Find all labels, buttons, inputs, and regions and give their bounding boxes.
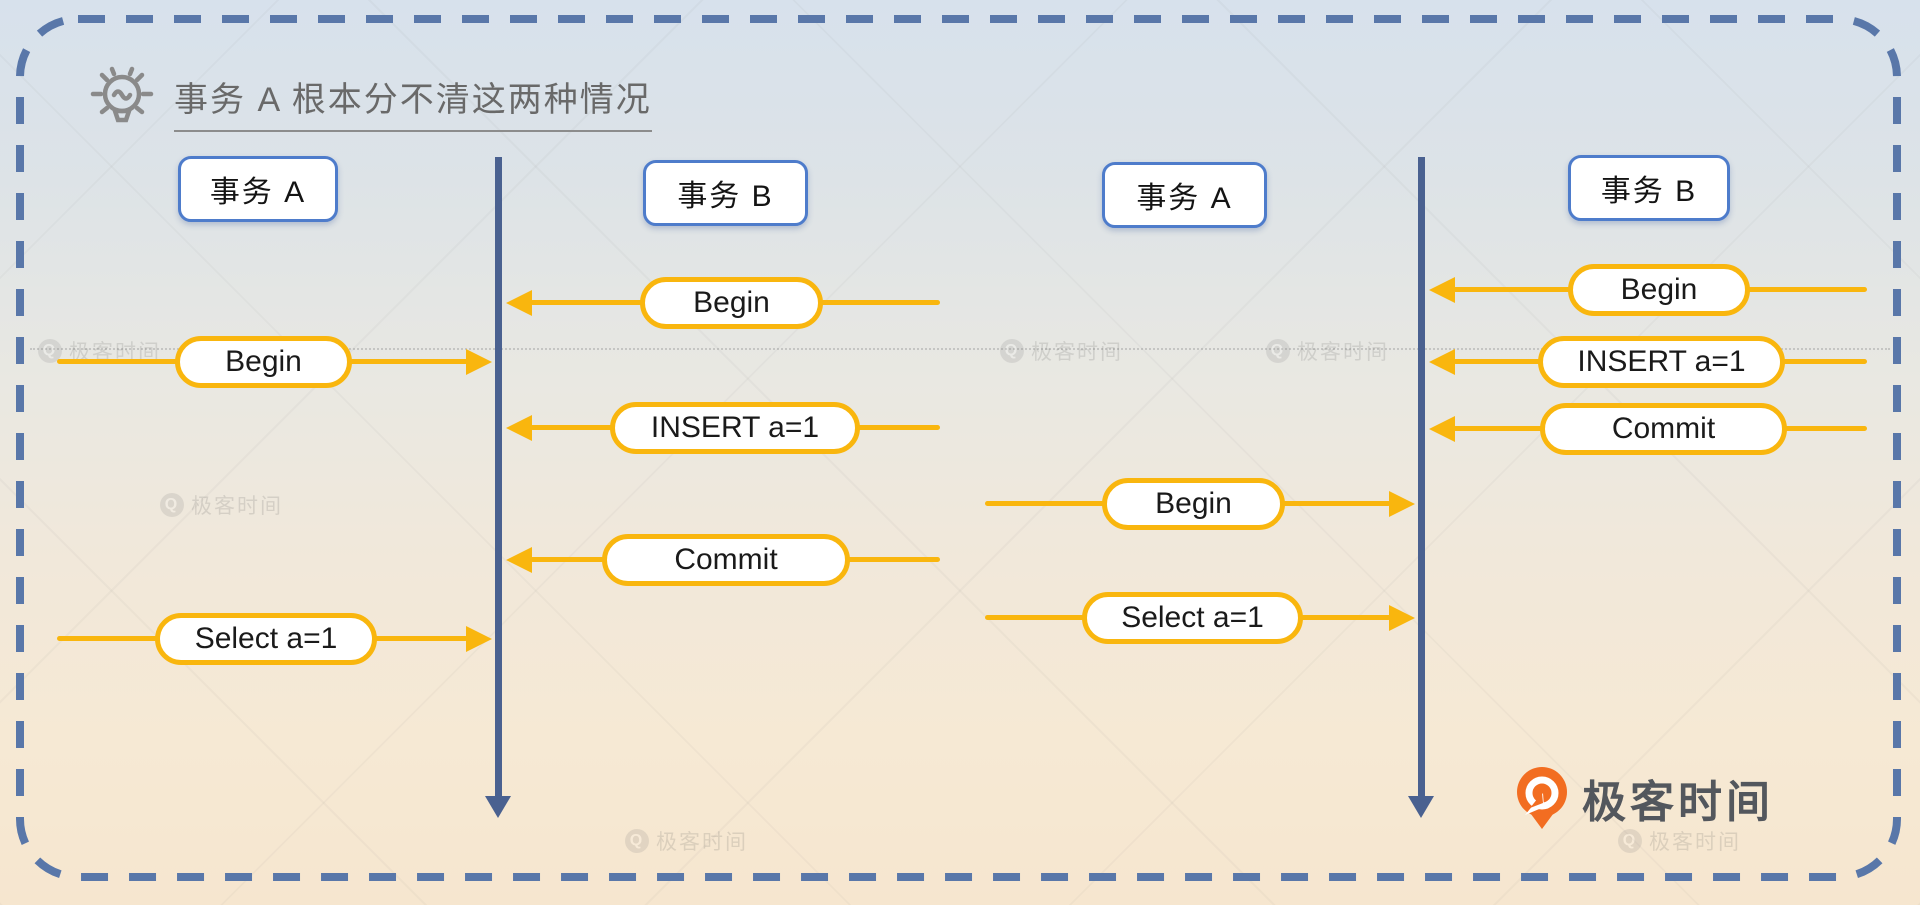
timeline-arrowhead-icon <box>1408 796 1434 818</box>
watermark-logo-icon: Q <box>160 493 184 517</box>
timeline-arrowhead-icon <box>485 796 511 818</box>
horizontal-dotted-watermark-line <box>30 348 1890 350</box>
actor-box-transaction-a: 事务 A <box>178 156 338 222</box>
geektime-logo-icon <box>1517 767 1567 829</box>
timeline-axis <box>495 157 502 797</box>
actor-box-transaction-b: 事务 B <box>1568 155 1730 221</box>
geektime-logo: 极客时间 <box>1516 766 1774 830</box>
header: 事务 A 根本分不清这两种情况 <box>84 60 652 136</box>
geektime-logo-text: 极客时间 <box>1582 778 1774 827</box>
watermark-logo-icon: Q <box>1266 339 1290 363</box>
watermark-logo-icon: Q <box>1000 339 1024 363</box>
actor-box-transaction-a: 事务 A <box>1102 162 1267 228</box>
timeline-axis <box>1418 157 1425 797</box>
watermark-logo-icon: Q <box>1618 829 1642 853</box>
watermark-logo-icon: Q <box>625 829 649 853</box>
actor-box-transaction-b: 事务 B <box>643 160 808 226</box>
diagram-title: 事务 A 根本分不清这两种情况 <box>174 72 652 132</box>
lightbulb-icon <box>90 66 154 123</box>
